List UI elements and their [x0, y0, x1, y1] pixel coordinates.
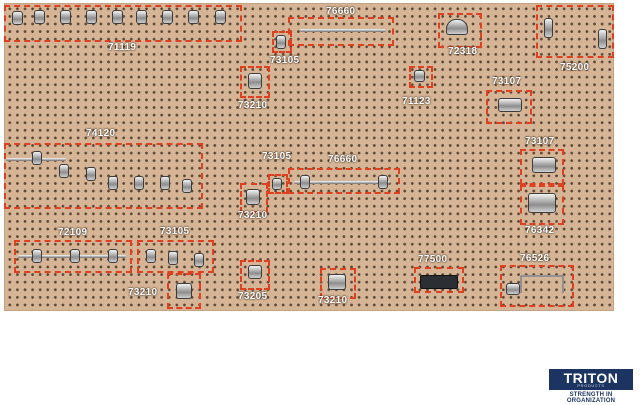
logo-subtitle: PRODUCTS [577, 383, 605, 388]
hook-part [378, 175, 388, 189]
hook-part [162, 10, 173, 24]
zone-73210-c [167, 273, 201, 309]
hook-part [276, 35, 286, 49]
part-label-74120: 74120 [86, 128, 116, 139]
zone-75200 [536, 5, 614, 58]
hook-part [248, 73, 262, 89]
hook-part [328, 274, 346, 290]
zone-71119 [4, 5, 242, 42]
hook-part [176, 283, 192, 299]
zone-73210-b [240, 183, 268, 213]
hook-part [12, 11, 23, 25]
triton-logo: TRITON PRODUCTS STRENGTH IN ORGANIZATION [549, 369, 633, 404]
hook-part [34, 10, 45, 24]
part-label-73210: 73210 [238, 100, 268, 111]
part-label-73205: 73205 [238, 291, 268, 302]
hook-part [32, 151, 42, 165]
part-label-75200: 75200 [560, 62, 590, 73]
hook-part [182, 179, 192, 193]
zone-73107-a [486, 90, 532, 124]
hook-part [215, 10, 226, 24]
zone-73205 [240, 260, 270, 290]
part-label-76342: 76342 [525, 225, 555, 236]
part-label-73210: 73210 [318, 295, 348, 306]
part-label-73107: 73107 [492, 76, 522, 87]
part-label-72109: 72109 [58, 227, 88, 238]
part-label-76526: 76526 [520, 253, 550, 264]
zone-77500 [414, 267, 464, 293]
part-label-71123: 71123 [402, 96, 431, 107]
part-label-73107: 73107 [525, 136, 555, 147]
zone-73105-mid [268, 174, 288, 194]
hook-part [532, 157, 556, 173]
hook-part [146, 249, 156, 263]
rod-part [294, 181, 390, 184]
hook-part [446, 19, 468, 35]
zone-73107-b [520, 149, 564, 185]
hook-part [188, 10, 199, 24]
part-label-73210: 73210 [238, 210, 268, 221]
zone-72109 [14, 240, 132, 273]
hook-part [544, 18, 553, 38]
hook-part [86, 167, 96, 181]
zone-76526 [500, 265, 574, 307]
part-label-76660: 76660 [326, 6, 356, 17]
zone-74120 [4, 143, 203, 209]
zone-73105-low [137, 240, 214, 273]
pegboard: 71119 76660 72318 75200 73105 73210 7112… [4, 3, 614, 311]
hook-part [108, 176, 118, 190]
part-label-72318: 72318 [448, 46, 478, 57]
hook-part [194, 253, 204, 267]
hook-part [86, 10, 97, 24]
zone-73210-a [240, 66, 270, 98]
hook-part [414, 70, 425, 82]
hook-part [108, 249, 118, 263]
hook-part [32, 249, 42, 263]
hook-part [498, 98, 522, 112]
part-label-73210: 73210 [128, 287, 158, 298]
part-label-71119: 71119 [108, 42, 137, 53]
zone-76660-mid [288, 168, 400, 194]
hook-part [506, 283, 520, 295]
hook-part [248, 265, 262, 279]
hook-part [134, 176, 144, 190]
rod-part [300, 29, 386, 32]
hook-part [60, 10, 71, 24]
zone-72318 [438, 13, 482, 48]
logo-tagline: STRENGTH IN ORGANIZATION [566, 392, 616, 404]
part-label-73105: 73105 [160, 226, 190, 237]
hook-part [246, 189, 260, 205]
hook-part [160, 176, 170, 190]
bracket-part [520, 275, 564, 293]
zone-73105-top [272, 31, 292, 53]
part-label-77500: 77500 [418, 254, 448, 265]
hook-part [598, 29, 607, 49]
hook-part [112, 10, 123, 24]
hook-part [168, 251, 178, 265]
part-label-76660: 76660 [328, 154, 358, 165]
hook-part [272, 178, 282, 190]
part-label-73105: 73105 [270, 55, 300, 66]
hook-part [300, 175, 310, 189]
hook-part [136, 10, 147, 24]
zone-71123 [409, 66, 433, 88]
hook-part [59, 164, 69, 178]
zone-73210-d [320, 268, 356, 299]
part-label-73105: 73105 [262, 151, 292, 162]
bin-part [420, 275, 458, 289]
hook-part [528, 193, 556, 213]
zone-76342 [520, 185, 564, 225]
logo-wordmark: TRITON [549, 369, 633, 390]
hook-part [70, 249, 80, 263]
